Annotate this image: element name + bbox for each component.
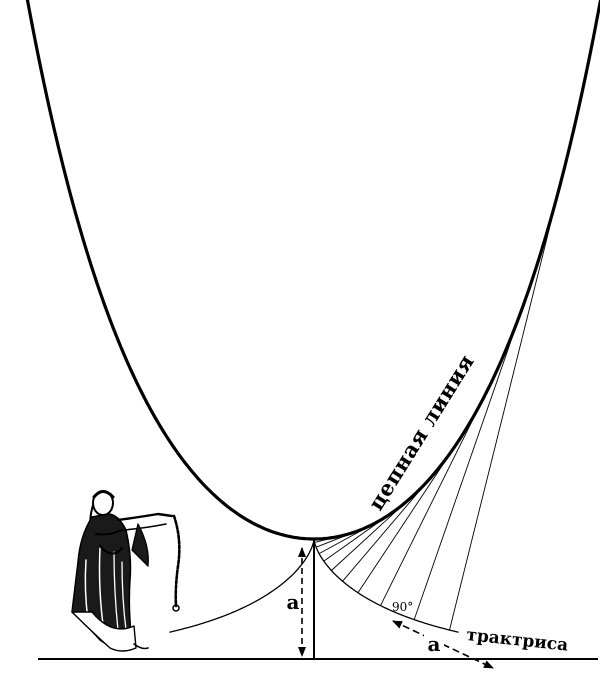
right-angle-label: 90°: [392, 600, 413, 614]
a-tangent-label: a: [428, 632, 441, 656]
tangent-line-10: [413, 292, 529, 620]
tractrix-label: трактриса: [465, 625, 569, 656]
tangent-line-11: [449, 161, 567, 631]
a-vertical-label: a: [287, 590, 300, 614]
catenary-curve: [25, 0, 600, 541]
woman-holding-chain-icon: [71, 490, 181, 652]
tractrix-left-curve: [169, 539, 315, 633]
